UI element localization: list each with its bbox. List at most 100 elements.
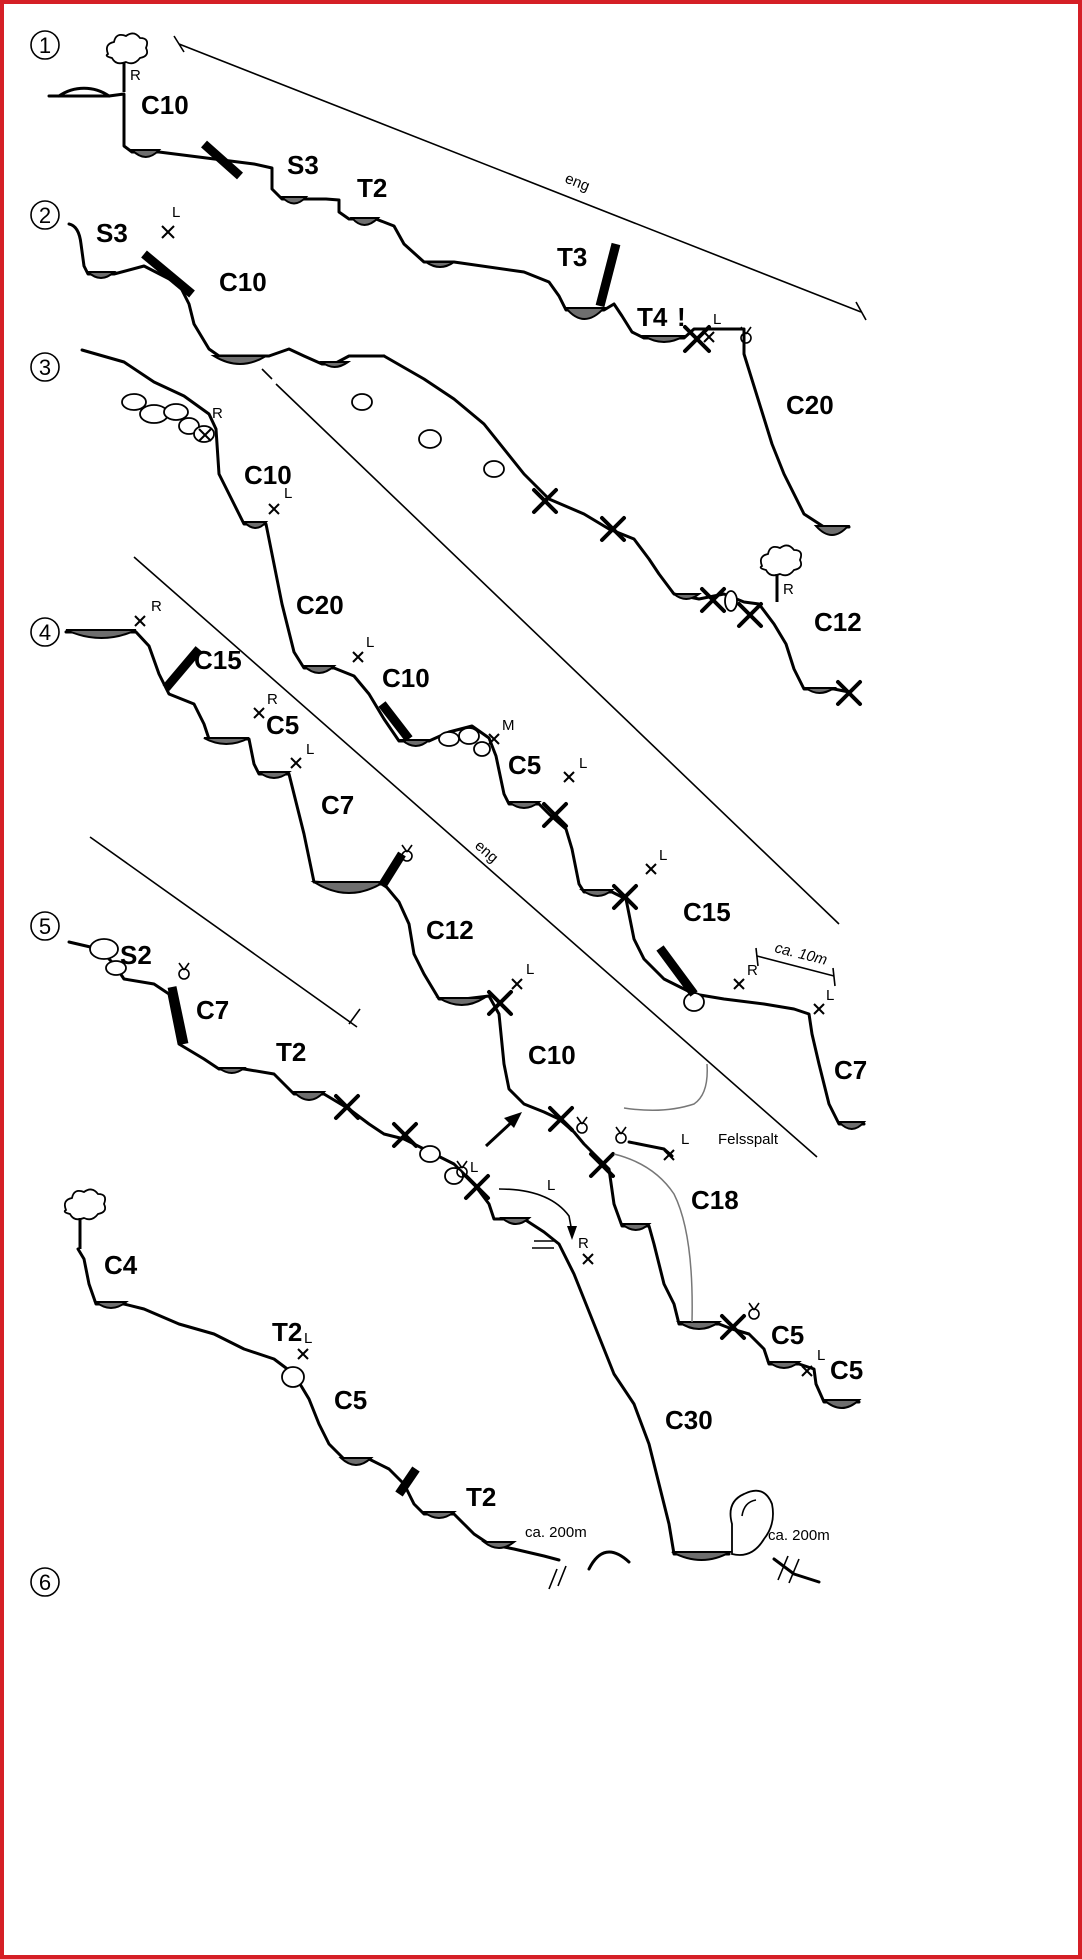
measure-label: ca. 10m [773,939,829,968]
obstacle-c20: C20 [786,390,834,420]
obstacle-c5: C5 [334,1385,367,1415]
obstacle-c15: C15 [194,645,242,675]
tree-icon [105,32,149,92]
anchor-label-l: L [304,1330,312,1347]
anchor-label-l: L [526,961,534,978]
section-2-number: 2 [39,203,51,228]
anchor-label-m: M [502,717,515,734]
obstacle-s3: S3 [96,218,128,248]
anchor-x-icon [268,503,280,515]
rope-bar [595,242,621,308]
obstacle-c20: C20 [296,590,344,620]
anchor-x-icon [253,707,265,719]
anchor-x-icon [720,1314,746,1340]
anchor-label-r: R [151,598,162,615]
rope-bar [162,646,203,691]
anchor-x-icon [836,680,862,706]
anchor-label-l: L [681,1131,689,1148]
obstacle-t2: T2 [276,1037,306,1067]
break-mark [548,1565,567,1590]
obstacle-c12: C12 [814,607,862,637]
arrow-icon [484,1112,522,1148]
anchor-x-icon [134,615,146,627]
obstacle-t2: T2 [466,1482,496,1512]
section-4-profile [64,629,862,1409]
anchor-label-r: R [578,1235,589,1252]
obstacle-c10: C10 [141,90,189,120]
obstacle-t2: T2 [357,173,387,203]
anchor-x-icon [392,1122,418,1148]
anchor-x-icon [582,1253,594,1265]
eng-lines [89,35,867,1158]
obstacle-s3: S3 [287,150,319,180]
obstacle-c5: C5 [508,750,541,780]
rope-bar [201,140,243,180]
eng-label-2: eng [471,837,501,866]
anchor-x-icon [548,1106,574,1132]
section-1-profile [47,86,851,529]
anchor-label-r: R [130,67,141,84]
boulder-icon [121,393,738,1012]
anchor-x-icon [511,978,523,990]
anchor-x-icon [161,225,175,239]
section-6-number: 6 [39,1570,51,1595]
rope-bar [656,945,698,997]
anchor-x-icon [663,1149,675,1161]
anchor-label-l: L [817,1347,825,1364]
anchor-x-icon [487,990,513,1016]
anchor-x-icon [612,884,638,910]
rappel-ring-icon [615,1126,627,1144]
tree-icon [63,1188,107,1249]
anchor-x-icon [813,1003,825,1015]
obstacle-c10: C10 [244,460,292,490]
rappel-ring-icon [401,844,413,862]
section-1-number: 1 [39,33,51,58]
boulder-icon [729,1489,774,1556]
distance-label: ca. 200m [525,1524,587,1541]
felsspalt-label: Felsspalt [718,1131,779,1148]
eng-label-1: eng [563,170,593,195]
section-4-number: 4 [39,620,51,645]
obstacle-t4: T4 [637,302,668,332]
anchor-label-l: L [366,634,374,651]
rappel-ring-icon [748,1302,760,1320]
rope-bar [378,851,406,889]
anchor-label-l: L [470,1159,478,1176]
obstacle-c7: C7 [196,995,229,1025]
anchor-x-icon [334,1094,360,1120]
rappel-ring-icon [740,326,752,344]
anchor-x-icon [297,1348,309,1360]
obstacle-c4: C4 [104,1250,138,1280]
anchor-label-r: R [267,691,278,708]
obstacle-c10: C10 [219,267,267,297]
anchor-label-l: L [172,204,180,221]
obstacle-c10: C10 [382,663,430,693]
rope-bar [167,986,189,1045]
anchor-x-icon [683,325,711,353]
obstacle-t2: T2 [272,1317,302,1347]
break-mark [532,1240,556,1249]
anchor-x-icon [645,863,657,875]
anchor-x-icon [733,978,745,990]
anchor-x-icon [703,331,715,343]
anchor-label-l: L [306,741,314,758]
anchor-label-l: L [713,311,721,328]
anchor-x-icon [542,802,568,828]
canyon-topo-diagram: 1 2 3 4 5 6 eng eng R C10 S3 T2 [30,30,867,1597]
anchor-x-icon [488,733,500,745]
anchor-x-icon [352,651,364,663]
rope-bar [141,250,195,298]
distance-label: ca. 200m [768,1527,830,1544]
obstacle-t3: T3 [557,242,587,272]
section-6-profile [76,1247,631,1571]
obstacle-s2: S2 [120,940,152,970]
anchor-x-icon [801,1365,813,1377]
anchor-label-r: R [212,405,223,422]
section-markers: 1 2 3 4 5 6 [30,30,60,1597]
boulder-icon [281,1366,305,1388]
anchor-label-l: L [659,847,667,864]
obstacle-c15: C15 [683,897,731,927]
warning-mark: ! [677,302,686,332]
anchor-label-l: L [826,987,834,1004]
